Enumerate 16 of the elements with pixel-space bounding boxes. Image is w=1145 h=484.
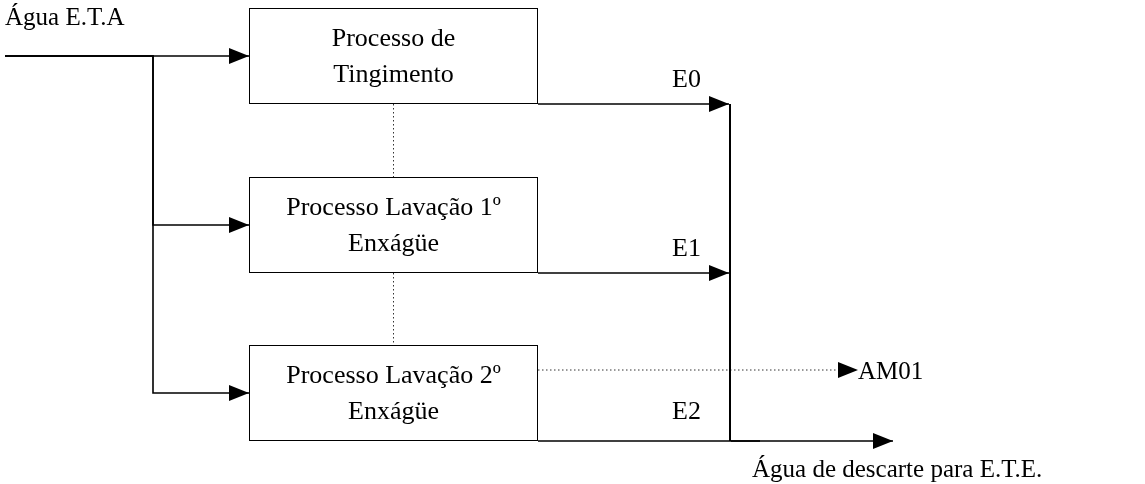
- flow-label: AM01: [858, 356, 924, 386]
- collector-line: [729, 104, 731, 441]
- arrow: [537, 433, 894, 449]
- flow-label: Água de descarte para E.T.E.: [752, 454, 1043, 484]
- arrow: [537, 96, 730, 112]
- process-label: Processo de Tingimento: [330, 22, 457, 90]
- process-box: [249, 345, 538, 441]
- process-label: Processo Lavação 2º Enxágüe: [285, 359, 502, 427]
- arrow: [4, 55, 250, 401]
- process-label: Processo Lavação 1º Enxágüe: [285, 191, 502, 259]
- dotted-connector: [537, 362, 859, 378]
- flow-label: Água E.T.A: [5, 2, 125, 32]
- process-box: [249, 8, 538, 104]
- arrow: [537, 265, 730, 281]
- dotted-connector: [393, 272, 394, 346]
- process-box: [249, 177, 538, 273]
